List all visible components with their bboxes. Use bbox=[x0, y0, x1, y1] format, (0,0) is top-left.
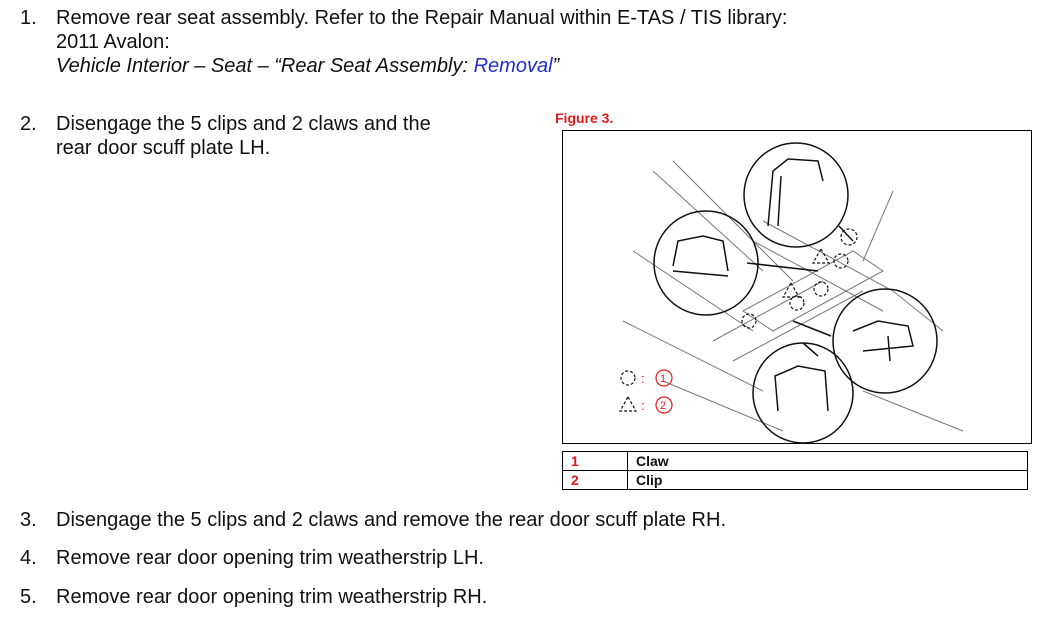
step-text: Remove rear door opening trim weatherstr… bbox=[56, 585, 487, 609]
marker-1: 1 bbox=[660, 373, 666, 385]
legend-key: 1 bbox=[562, 451, 628, 471]
legend-label: Clip bbox=[627, 470, 1028, 490]
step-line: Disengage the 5 clips and 2 claws and th… bbox=[56, 113, 431, 135]
legend-row: 2 Clip bbox=[562, 470, 1028, 490]
step-line: Disengage the 5 clips and 2 claws and re… bbox=[56, 509, 726, 531]
svg-text::: : bbox=[641, 371, 645, 386]
step-number: 2. bbox=[20, 113, 37, 135]
figure-title: Figure 3. bbox=[555, 110, 614, 126]
step-text: Remove rear seat assembly. Refer to the … bbox=[56, 6, 787, 78]
step-number: 5. bbox=[20, 586, 37, 608]
step-line: Remove rear door opening trim weatherstr… bbox=[56, 586, 488, 608]
svg-text::: : bbox=[641, 398, 645, 413]
reference-path: Vehicle Interior – Seat – “Rear Seat Ass… bbox=[56, 55, 474, 77]
step-line: 2011 Avalon: bbox=[56, 31, 170, 53]
step-number: 1. bbox=[20, 7, 37, 29]
legend-key: 2 bbox=[562, 470, 628, 490]
step-line: rear door scuff plate LH. bbox=[56, 137, 271, 159]
reference-close-quote: ” bbox=[552, 55, 560, 77]
legend-claw-symbol bbox=[618, 395, 638, 412]
figure-diagram: : : 1 2 bbox=[562, 130, 1032, 444]
step-number: 3. bbox=[20, 509, 37, 531]
manual-reference: Vehicle Interior – Seat – “Rear Seat Ass… bbox=[56, 54, 787, 78]
step-line: Remove rear door opening trim weatherstr… bbox=[56, 547, 484, 569]
legend-label: Claw bbox=[627, 451, 1028, 471]
detail-circle-left bbox=[653, 210, 759, 316]
step-2: 2. Disengage the 5 clips and 2 claws and… bbox=[20, 112, 540, 160]
detail-circle-top bbox=[743, 142, 849, 248]
step-3: 3. Disengage the 5 clips and 2 claws and… bbox=[20, 508, 1020, 532]
step-number: 4. bbox=[20, 547, 37, 569]
step-5: 5. Remove rear door opening trim weather… bbox=[20, 585, 1020, 609]
step-text: Disengage the 5 clips and 2 claws and th… bbox=[56, 112, 431, 160]
figure-legend-table: 1 Claw 2 Clip bbox=[562, 451, 1028, 490]
detail-circle-bottom bbox=[752, 342, 854, 444]
removal-link[interactable]: Removal bbox=[473, 55, 553, 77]
step-text: Remove rear door opening trim weatherstr… bbox=[56, 546, 484, 570]
legend-clip-symbol bbox=[620, 370, 636, 386]
scuff-plate-illustration: : : 1 2 bbox=[618, 142, 964, 444]
detail-circle-right bbox=[832, 288, 938, 394]
step-line: Remove rear seat assembly. Refer to the … bbox=[56, 7, 788, 29]
legend-row: 1 Claw bbox=[562, 451, 1028, 471]
step-4: 4. Remove rear door opening trim weather… bbox=[20, 546, 1020, 570]
step-text: Disengage the 5 clips and 2 claws and re… bbox=[56, 508, 726, 532]
marker-2: 2 bbox=[660, 400, 666, 412]
step-1: 1. Remove rear seat assembly. Refer to t… bbox=[20, 6, 1020, 78]
